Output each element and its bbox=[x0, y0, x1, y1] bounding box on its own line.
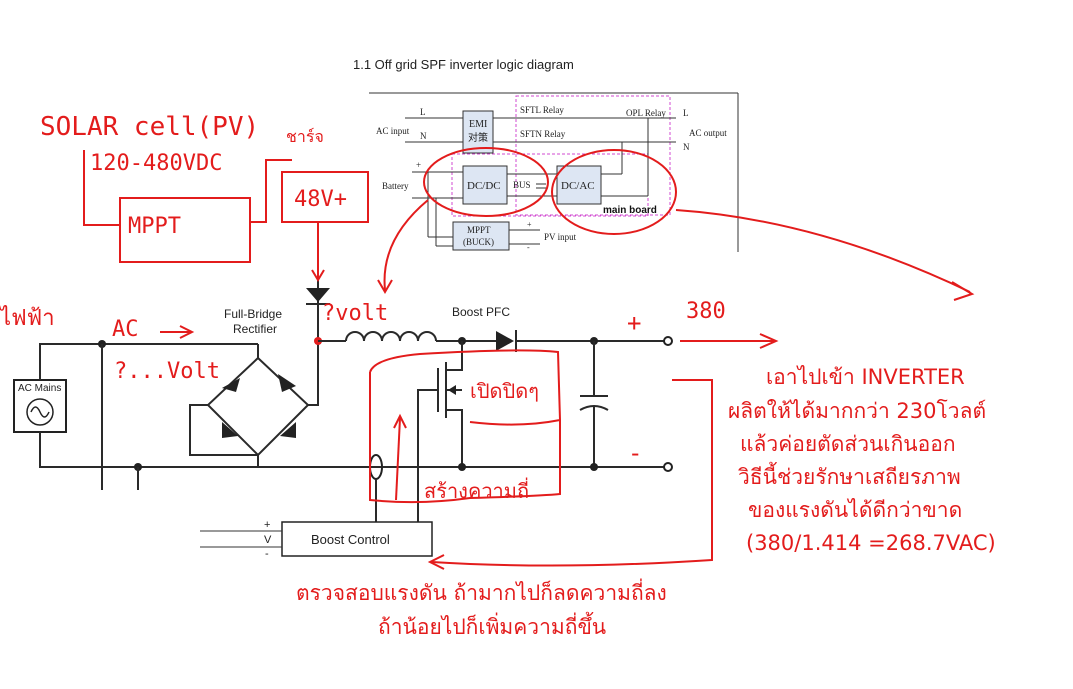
volt-note: ?volt bbox=[322, 301, 388, 326]
ac-output-L: L bbox=[683, 108, 689, 118]
ac-volt-note: ?...Volt bbox=[114, 359, 220, 384]
v-plus-label: + bbox=[264, 519, 270, 531]
battery-hand-box bbox=[281, 171, 369, 223]
mosfet-arrow-icon bbox=[448, 385, 456, 395]
emi-block bbox=[462, 110, 494, 154]
v-minus-label: - bbox=[265, 548, 269, 560]
boost-diode-icon bbox=[496, 331, 514, 351]
mppt-buck-block bbox=[452, 221, 510, 251]
output-terminal-minus bbox=[663, 462, 673, 472]
dcdc-label: DC/DC bbox=[467, 180, 501, 192]
bottom-note: ตรวจสอบแรงดัน ถ้ามากไปก็ลดความถี่ลง ถ้าน… bbox=[296, 578, 667, 639]
ac-mains-label: AC Mains bbox=[18, 383, 61, 394]
output-terminal-plus bbox=[663, 336, 673, 346]
dcac-block bbox=[556, 165, 602, 205]
mppt-note: MPPT bbox=[128, 214, 181, 239]
pv-minus: - bbox=[527, 243, 530, 252]
minus-note: - bbox=[628, 439, 642, 467]
v380-note: 380 bbox=[686, 299, 726, 324]
plus-note: + bbox=[627, 309, 641, 337]
ac-note: AC bbox=[112, 317, 139, 342]
dcdc-block bbox=[462, 165, 508, 205]
battery-voltage-note: 48V+ bbox=[294, 187, 347, 212]
feed-diode-icon bbox=[306, 288, 330, 302]
pv-input-label: PV input bbox=[544, 232, 577, 242]
boost-pfc-label: Boost PFC bbox=[452, 305, 510, 319]
boost-pfc-circuit: AC Mains Full-Bridge Rectifier Boost PFC bbox=[13, 255, 673, 560]
mppt-buck-sub: (BUCK) bbox=[463, 237, 494, 247]
switching-note: เปิดปิดๆ bbox=[470, 379, 539, 403]
ac-output-label: AC output bbox=[689, 128, 727, 138]
full-bridge-label: Full-Bridge bbox=[224, 307, 282, 321]
ac-mains-box bbox=[13, 379, 67, 433]
diode-group bbox=[222, 374, 296, 438]
ac-input-L: L bbox=[420, 107, 426, 117]
bottom-note-line: ถ้าน้อยไปก็เพิ่มความถี่ขึ้น bbox=[378, 612, 606, 639]
solar-cell-note: SOLAR cell(PV) bbox=[40, 112, 259, 142]
main-board-label: main board bbox=[603, 205, 657, 216]
charge-note: ชาร์จ bbox=[286, 127, 324, 146]
rectifier-label: Rectifier bbox=[233, 322, 277, 336]
pv-plus: + bbox=[527, 220, 532, 229]
right-note-line: วิธีนี้ช่วยรักษาเสถียรภาพ bbox=[738, 462, 961, 489]
sftn-relay-label: SFTN Relay bbox=[520, 129, 566, 139]
right-note-line: ผลิตให้ได้มากกว่า 230โวลต์ bbox=[728, 399, 986, 423]
emi-label: EMI bbox=[469, 119, 487, 130]
mppt-buck-label: MPPT bbox=[467, 225, 491, 235]
diagram-title: 1.1 Off grid SPF inverter logic diagram bbox=[353, 57, 574, 72]
ac-output-N: N bbox=[683, 142, 690, 152]
ac-input-label: AC input bbox=[376, 126, 410, 136]
v-label: V bbox=[264, 534, 272, 546]
freq-gen-note: สร้างความถี่ bbox=[424, 477, 529, 503]
battery-plus: + bbox=[416, 160, 421, 170]
mains-note: ไฟฟ้า bbox=[0, 305, 55, 331]
boost-control-label: Boost Control bbox=[311, 532, 390, 547]
sine-wave-icon bbox=[30, 406, 50, 418]
sftl-relay-label: SFTL Relay bbox=[520, 105, 564, 115]
bottom-note-line: ตรวจสอบแรงดัน ถ้ามากไปก็ลดความถี่ลง bbox=[296, 578, 667, 605]
dcac-label: DC/AC bbox=[561, 180, 595, 192]
ac-input-N: N bbox=[420, 131, 427, 141]
inductor-icon bbox=[345, 331, 437, 342]
solar-voltage-note: 120-480VDC bbox=[90, 151, 222, 176]
mppt-hand-box bbox=[119, 197, 251, 263]
logic-diagram: L N AC input EMI 对策 SFTL Relay SFTN Rela… bbox=[369, 92, 739, 252]
emi-label-cn: 对策 bbox=[468, 131, 488, 144]
right-note-line: (380/1.414 =268.7VAC) bbox=[746, 531, 996, 555]
boost-control-box bbox=[281, 521, 433, 557]
handwritten-annotations: SOLAR cell(PV) 120-480VDC MPPT ชาร์จ 48V… bbox=[0, 112, 996, 639]
right-note-line: แล้วค่อยตัดส่วนเกินออก bbox=[740, 432, 956, 456]
opl-relay-label: OPL Relay bbox=[626, 108, 666, 118]
right-note-line: เอาไปเข้า INVERTER bbox=[766, 365, 965, 389]
right-note-line: ของแรงดันได้ดีกว่าขาด bbox=[748, 498, 962, 522]
sine-source-icon bbox=[26, 398, 54, 426]
right-note: เอาไปเข้า INVERTER ผลิตให้ได้มากกว่า 230… bbox=[728, 365, 996, 555]
bus-label: BUS bbox=[513, 180, 531, 190]
battery-label: Battery bbox=[382, 181, 409, 191]
